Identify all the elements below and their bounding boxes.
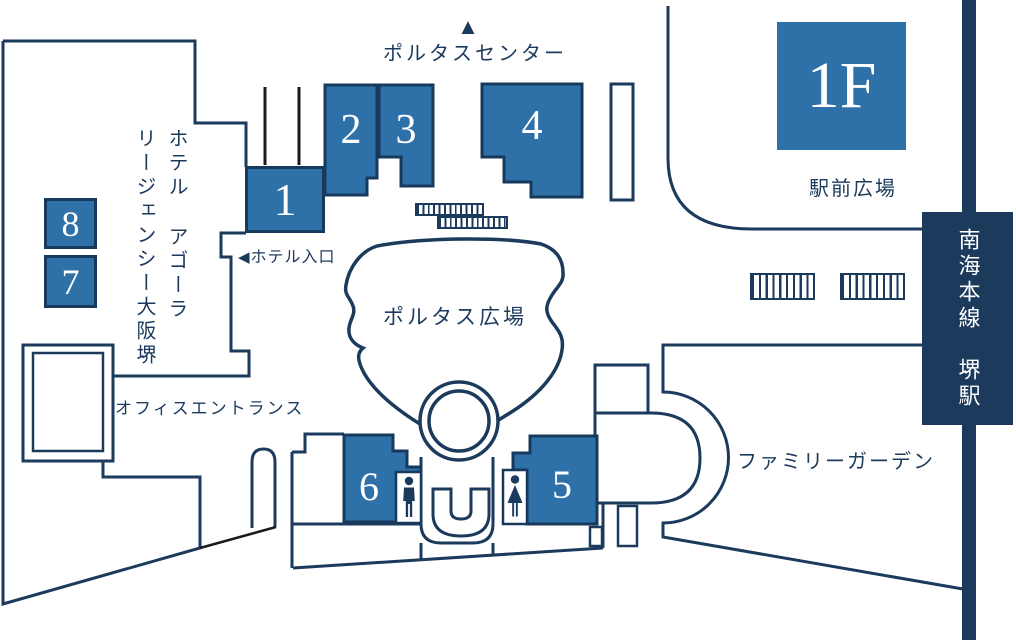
spot-8: 8 bbox=[44, 198, 97, 249]
escalator-hatch-1 bbox=[415, 203, 484, 216]
spot-1: 1 bbox=[245, 166, 325, 233]
corridor-outline bbox=[419, 457, 495, 561]
family-garden-boundary bbox=[661, 343, 964, 591]
hotel-driveway-posts bbox=[263, 87, 301, 165]
spot-6-label: 6 bbox=[359, 463, 379, 509]
rail-line-bottom bbox=[962, 425, 976, 640]
floor-badge: 1F bbox=[777, 22, 906, 150]
plaza-ring-inner bbox=[427, 389, 491, 453]
stage-leg-small bbox=[588, 525, 604, 548]
arch-pillar-outline bbox=[250, 447, 277, 528]
station-block bbox=[922, 212, 1013, 425]
portus-plaza-outline bbox=[343, 237, 565, 426]
spot-5-label: 5 bbox=[552, 461, 572, 507]
spot-2-label: 2 bbox=[340, 106, 362, 153]
hotel-name: ホテル アゴーラ リージェンシー大阪堺 bbox=[128, 128, 192, 378]
spot-3-label: 3 bbox=[395, 106, 417, 153]
spot-4-shape bbox=[480, 82, 584, 199]
up-triangle-icon: ▲ bbox=[457, 14, 479, 39]
left-boundary-outline bbox=[1, 41, 202, 606]
hotel-building-outline-top bbox=[3, 39, 248, 167]
portus-center-label: ポルタスセンター bbox=[383, 43, 567, 65]
spot-1-label: 1 bbox=[273, 174, 297, 225]
office-room-outer bbox=[21, 343, 115, 463]
walk-diagonal-black bbox=[199, 525, 277, 550]
portus-plaza-label: ポルタス広場 bbox=[383, 305, 527, 329]
office-entrance-label: オフィスエントランス bbox=[115, 399, 305, 418]
stage-leg bbox=[616, 504, 639, 548]
spot-2-shape bbox=[323, 83, 379, 197]
womens-restroom-icon bbox=[507, 475, 523, 517]
hotel-name-line1: ホテル アゴーラ bbox=[165, 128, 187, 322]
rail-line-top bbox=[962, 0, 976, 213]
left-triangle-icon: ◀ bbox=[238, 250, 251, 266]
u-stair-outline bbox=[431, 487, 491, 538]
office-room-inner bbox=[31, 351, 105, 453]
spot-7: 7 bbox=[44, 255, 97, 308]
hotel-name-line2: リージェンシー大阪堺 bbox=[133, 128, 155, 368]
spot-7-label: 7 bbox=[61, 261, 80, 302]
spot-8-label: 8 bbox=[61, 203, 80, 244]
stairs-hatch-2 bbox=[840, 273, 905, 300]
stairs-hatch-1 bbox=[750, 273, 815, 300]
station-name-label: 南海本線 堺駅 bbox=[955, 227, 981, 410]
stage-top-room bbox=[593, 363, 650, 415]
lower-walk-diagonal bbox=[292, 546, 604, 570]
mens-restroom-icon bbox=[403, 476, 415, 517]
restroom-building-step-left bbox=[292, 432, 344, 454]
spot-4-label: 4 bbox=[521, 103, 543, 149]
station-plaza-label: 駅前広場 bbox=[809, 178, 897, 200]
hotel-entrance-label: ホテル入口 bbox=[250, 249, 336, 266]
wall-divider bbox=[609, 82, 635, 202]
hotel-building-outline-right bbox=[112, 231, 251, 378]
station-plaza-boundary bbox=[666, 6, 922, 231]
plaza-ring-outer bbox=[418, 380, 500, 462]
family-garden-label: ファミリーガーデン bbox=[737, 451, 935, 473]
spot-3-shape bbox=[377, 83, 435, 188]
hotel-entrance: ◀ホテル入口 bbox=[238, 243, 336, 267]
floor-badge-label: 1F bbox=[806, 49, 877, 122]
escalator-hatch-2 bbox=[437, 216, 508, 229]
stage-d-shape bbox=[593, 411, 702, 505]
